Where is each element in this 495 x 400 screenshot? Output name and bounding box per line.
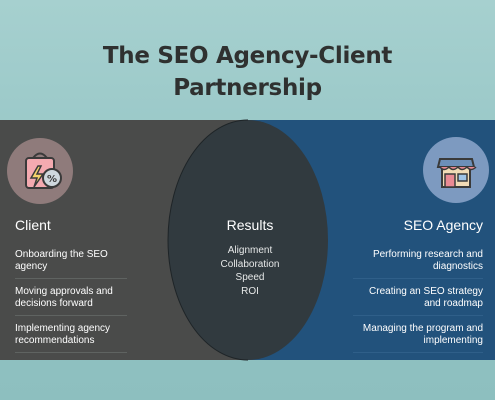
agency-item: Creating an SEO strategy and roadmap [353,286,483,316]
client-list: Onboarding the SEO agency Moving approva… [15,249,127,360]
agency-list: Performing research and diagnostics Crea… [353,249,483,360]
client-item: Moving approvals and decisions forward [15,286,127,316]
client-item: Implementing agency recommendations [15,323,127,353]
results-overlap-region [168,120,328,360]
page-title: The SEO Agency-Client Partnership [0,40,495,104]
agency-item: Performing research and diagnostics [353,249,483,279]
client-icon-circle: % [7,138,73,204]
agency-icon-circle [423,137,489,203]
results-item: Speed [235,272,265,283]
title-line-1: The SEO Agency-Client [102,43,393,69]
shopping-bag-discount-icon: % [25,152,62,189]
title-line-2: Partnership [173,75,322,101]
results-heading: Results [226,217,274,233]
results-item: ROI [241,285,259,297]
storefront-icon [436,158,477,188]
results-item: Alignment [227,245,273,256]
client-item: Onboarding the SEO agency [15,249,127,279]
agency-heading: SEO Agency [403,217,483,233]
results-list: Alignment Collaboration Speed ROI [180,244,320,298]
svg-text:%: % [47,174,57,185]
client-heading: Client [15,217,51,233]
agency-item: Managing the program and implementing [353,323,483,353]
results-item: Collaboration [220,258,280,270]
